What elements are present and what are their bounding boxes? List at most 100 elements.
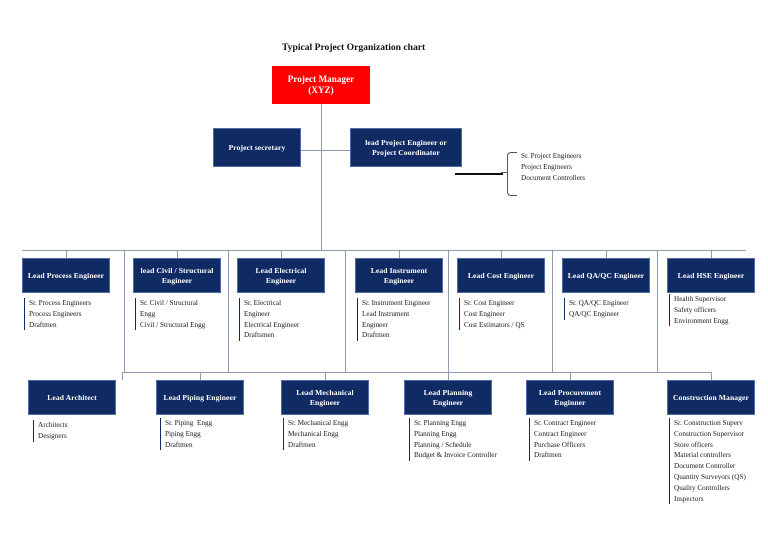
report-item: Process Engineers [29, 309, 82, 318]
node-construction-manager[interactable]: Construction Manager [667, 380, 755, 415]
page-title: Typical Project Organization chart [282, 42, 426, 53]
report-item: Sr. Construction Superv [674, 419, 743, 427]
report-item: Designers [38, 431, 67, 440]
report-item: Inspectors [674, 494, 704, 503]
annotation-item: Document Controllers [521, 173, 586, 182]
report-item: Quality Controllers [674, 483, 730, 492]
node-label: Lead Electrical Engineer [255, 266, 307, 285]
report-item: Engg [140, 309, 156, 318]
report-item: Sr. Process Engineers [29, 299, 92, 307]
report-item: Draftmen [29, 320, 57, 329]
report-item: Safety officers [674, 305, 716, 314]
connector-drop [177, 250, 178, 258]
node-label: Lead Planning Engineer [423, 388, 473, 407]
annotation-item: Project Engineers [521, 162, 572, 171]
annotation-item: Sr. Project Engineers [521, 152, 582, 160]
node-lead-architect[interactable]: Lead Architect [28, 380, 116, 415]
reports-lead-procurement-engineer: Sr. Contract Engineer Contract Engineer … [529, 418, 596, 462]
connector-drop [325, 372, 326, 380]
reports-lead-electrical-engineer: Sr. Electrical Engineer Electrical Engin… [239, 298, 299, 342]
report-item: Cost Estimators / QS [464, 320, 525, 329]
node-project-secretary[interactable]: Project secretary [213, 128, 301, 167]
annotation-brace [507, 152, 517, 196]
reports-lead-qaqc-engineer: Sr. QA/QC Engineer QA/QC Engineer [564, 298, 629, 320]
node-lead-process-engineer[interactable]: Lead Process Engineer [22, 258, 110, 293]
report-item: Sr. Piping Engg [165, 419, 213, 427]
node-project-manager[interactable]: Project Manager (XYZ) [272, 66, 370, 104]
reports-construction-manager: Sr. Construction Superv Construction Sup… [669, 418, 746, 505]
report-item: Environment Engg [674, 316, 729, 325]
connector-drop [606, 250, 607, 258]
node-label: Lead Architect [47, 392, 97, 402]
project-manager-code: (XYZ) [308, 85, 334, 95]
node-lead-electrical-engineer[interactable]: Lead Electrical Engineer [237, 258, 325, 293]
report-item: Sr. QA/QC Engineer [569, 299, 629, 307]
report-item: Piping Engg [165, 429, 201, 438]
node-label: Project secretary [228, 142, 286, 152]
connector-trunk-tier3 [321, 150, 322, 250]
report-item: Sr. Planning Engg [414, 419, 467, 427]
reports-lead-piping-engineer: Sr. Piping Engg Piping Engg Draftmen [160, 418, 213, 451]
report-item: Engineer [362, 320, 388, 329]
report-item: Sr. Cost Engineer [464, 299, 515, 307]
connector-drop [66, 250, 67, 258]
report-item: Civil / Structural Engg [140, 320, 206, 329]
node-label: Lead Process Engineer [27, 270, 105, 280]
reports-lead-civil-structural-engineer: Sr. Civil / Structural Engg Civil / Stru… [135, 298, 206, 331]
report-item: Draftmen [534, 451, 562, 460]
report-item: Draftmen [362, 331, 390, 340]
reports-lead-process-engineer: Sr. Process Engineers Process Engineers … [24, 298, 92, 331]
annotation-leader-line [455, 173, 503, 175]
node-lead-mechanical-engineer[interactable]: Lead Mechanical Engineer [281, 380, 369, 415]
connector-drop [570, 372, 571, 380]
annotation-brace-nib [501, 172, 508, 173]
connector-pass-through [124, 250, 125, 372]
connector-bus-tier4-left-elbow [122, 372, 123, 380]
report-item: Draftmen [288, 440, 316, 449]
node-lead-procurement-engineer[interactable]: Lead Procurement Enginner [526, 380, 614, 415]
node-lead-hse-engineer[interactable]: Lead HSE Engineer [667, 258, 755, 293]
report-item: Architects [38, 421, 68, 429]
node-label: Lead QA/QC Engineer [567, 270, 645, 280]
report-item: Engineer [244, 309, 270, 318]
connector-pass-through [228, 250, 229, 372]
connector-drop [200, 372, 201, 380]
connector-drop [448, 372, 449, 380]
node-lead-civil-structural-engineer[interactable]: lead Civil / Structural Engineer [133, 258, 221, 293]
connector-root-down [321, 104, 322, 150]
node-label: Lead Piping Engineer [163, 392, 237, 402]
report-item: Contract Engineer [534, 429, 587, 438]
node-lead-cost-engineer[interactable]: Lead Cost Engineer [457, 258, 545, 293]
project-manager-name: Project Manager [287, 73, 355, 84]
node-label: lead Civil / Structural Engineer [140, 266, 214, 285]
connector-pass-through [448, 250, 449, 372]
connector-pass-through [552, 250, 553, 372]
node-lead-planning-engineer[interactable]: Lead Planning Engineer [404, 380, 492, 415]
node-lead-qaqc-engineer[interactable]: Lead QA/QC Engineer [562, 258, 650, 293]
report-item: Sr. Instrument Engineer [362, 299, 431, 307]
report-item: Sr. Electrical [244, 299, 282, 307]
connector-pass-through [345, 250, 346, 372]
node-label: Lead HSE Engineer [677, 270, 745, 280]
report-item: Mechanical Engg [288, 429, 339, 438]
connector-bus-tier4-right-elbow [711, 372, 712, 380]
report-item: Quantity Surveyors (QS) [674, 472, 746, 481]
node-label: Lead Cost Engineer [467, 270, 535, 280]
report-item: Cost Engineer [464, 309, 505, 318]
annotation-text: Sr. Project Engineers Project Engineers … [521, 151, 585, 184]
reports-lead-hse-engineer: Health Supervisor Safety officers Enviro… [669, 294, 729, 327]
node-lead-instrument-engineer[interactable]: Lead Instrument Engineer [355, 258, 443, 293]
node-lead-piping-engineer[interactable]: Lead Piping Engineer [156, 380, 244, 415]
report-item: Document Controller [674, 462, 736, 471]
node-label: Construction Manager [672, 392, 750, 402]
report-item: Sr. Civil / Structural [140, 299, 198, 307]
report-item: Purchase Officers [534, 440, 586, 449]
node-lead-project-engineer[interactable]: lead Project Engineer or Project Coordin… [350, 128, 462, 167]
report-item: Health Supervisor [674, 295, 727, 303]
reports-lead-planning-engineer: Sr. Planning Engg Planning Engg Planning… [409, 418, 497, 462]
report-item: Budget & Invoice Controller [414, 451, 497, 460]
report-item: Construction Supervisor [674, 429, 745, 438]
report-item: Store officers [674, 440, 713, 449]
connector-pass-through [657, 250, 658, 372]
